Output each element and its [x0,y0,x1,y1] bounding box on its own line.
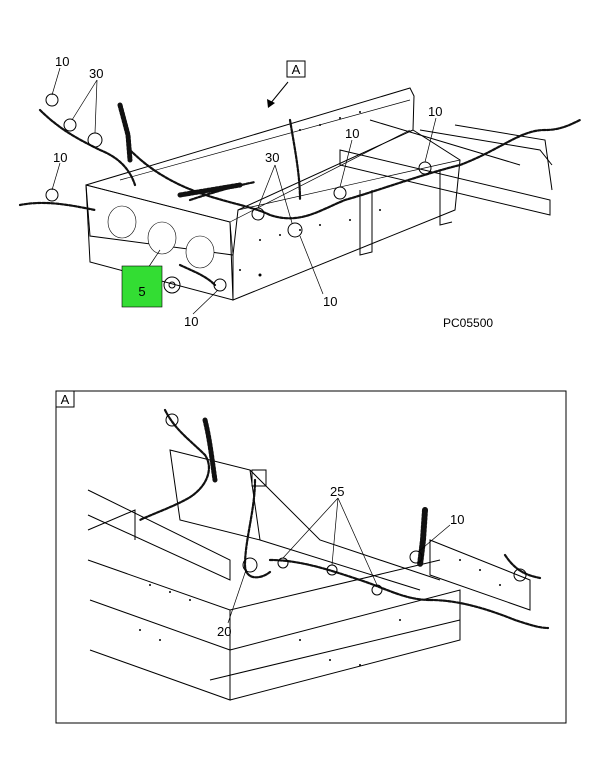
view-a-marker: A [267,60,306,108]
view-a-marker-label: A [292,62,301,77]
top-leader-lines [51,67,437,315]
callout-30-top-left: 30 [89,66,103,81]
detail-callout-10: 10 [450,512,464,527]
top-chassis-illustration [18,87,582,301]
detail-callout-25: 25 [330,484,344,499]
callout-10-bottom-left: 10 [184,314,198,329]
callout-10-left: 10 [53,150,67,165]
callout-10-top-left: 10 [55,54,69,69]
detail-callout-20: 20 [217,624,231,639]
callout-5-label: 5 [138,284,145,299]
callout-10-right: 10 [428,104,442,119]
callout-5-highlight[interactable]: 5 [121,265,163,308]
callout-10-center: 10 [345,126,359,141]
callout-30-center: 30 [265,150,279,165]
detail-view-a-title: A [61,392,70,407]
detail-view-a: A [55,390,567,724]
figure-code: PC05500 [443,316,493,330]
callout-10-bottom-center: 10 [323,294,337,309]
